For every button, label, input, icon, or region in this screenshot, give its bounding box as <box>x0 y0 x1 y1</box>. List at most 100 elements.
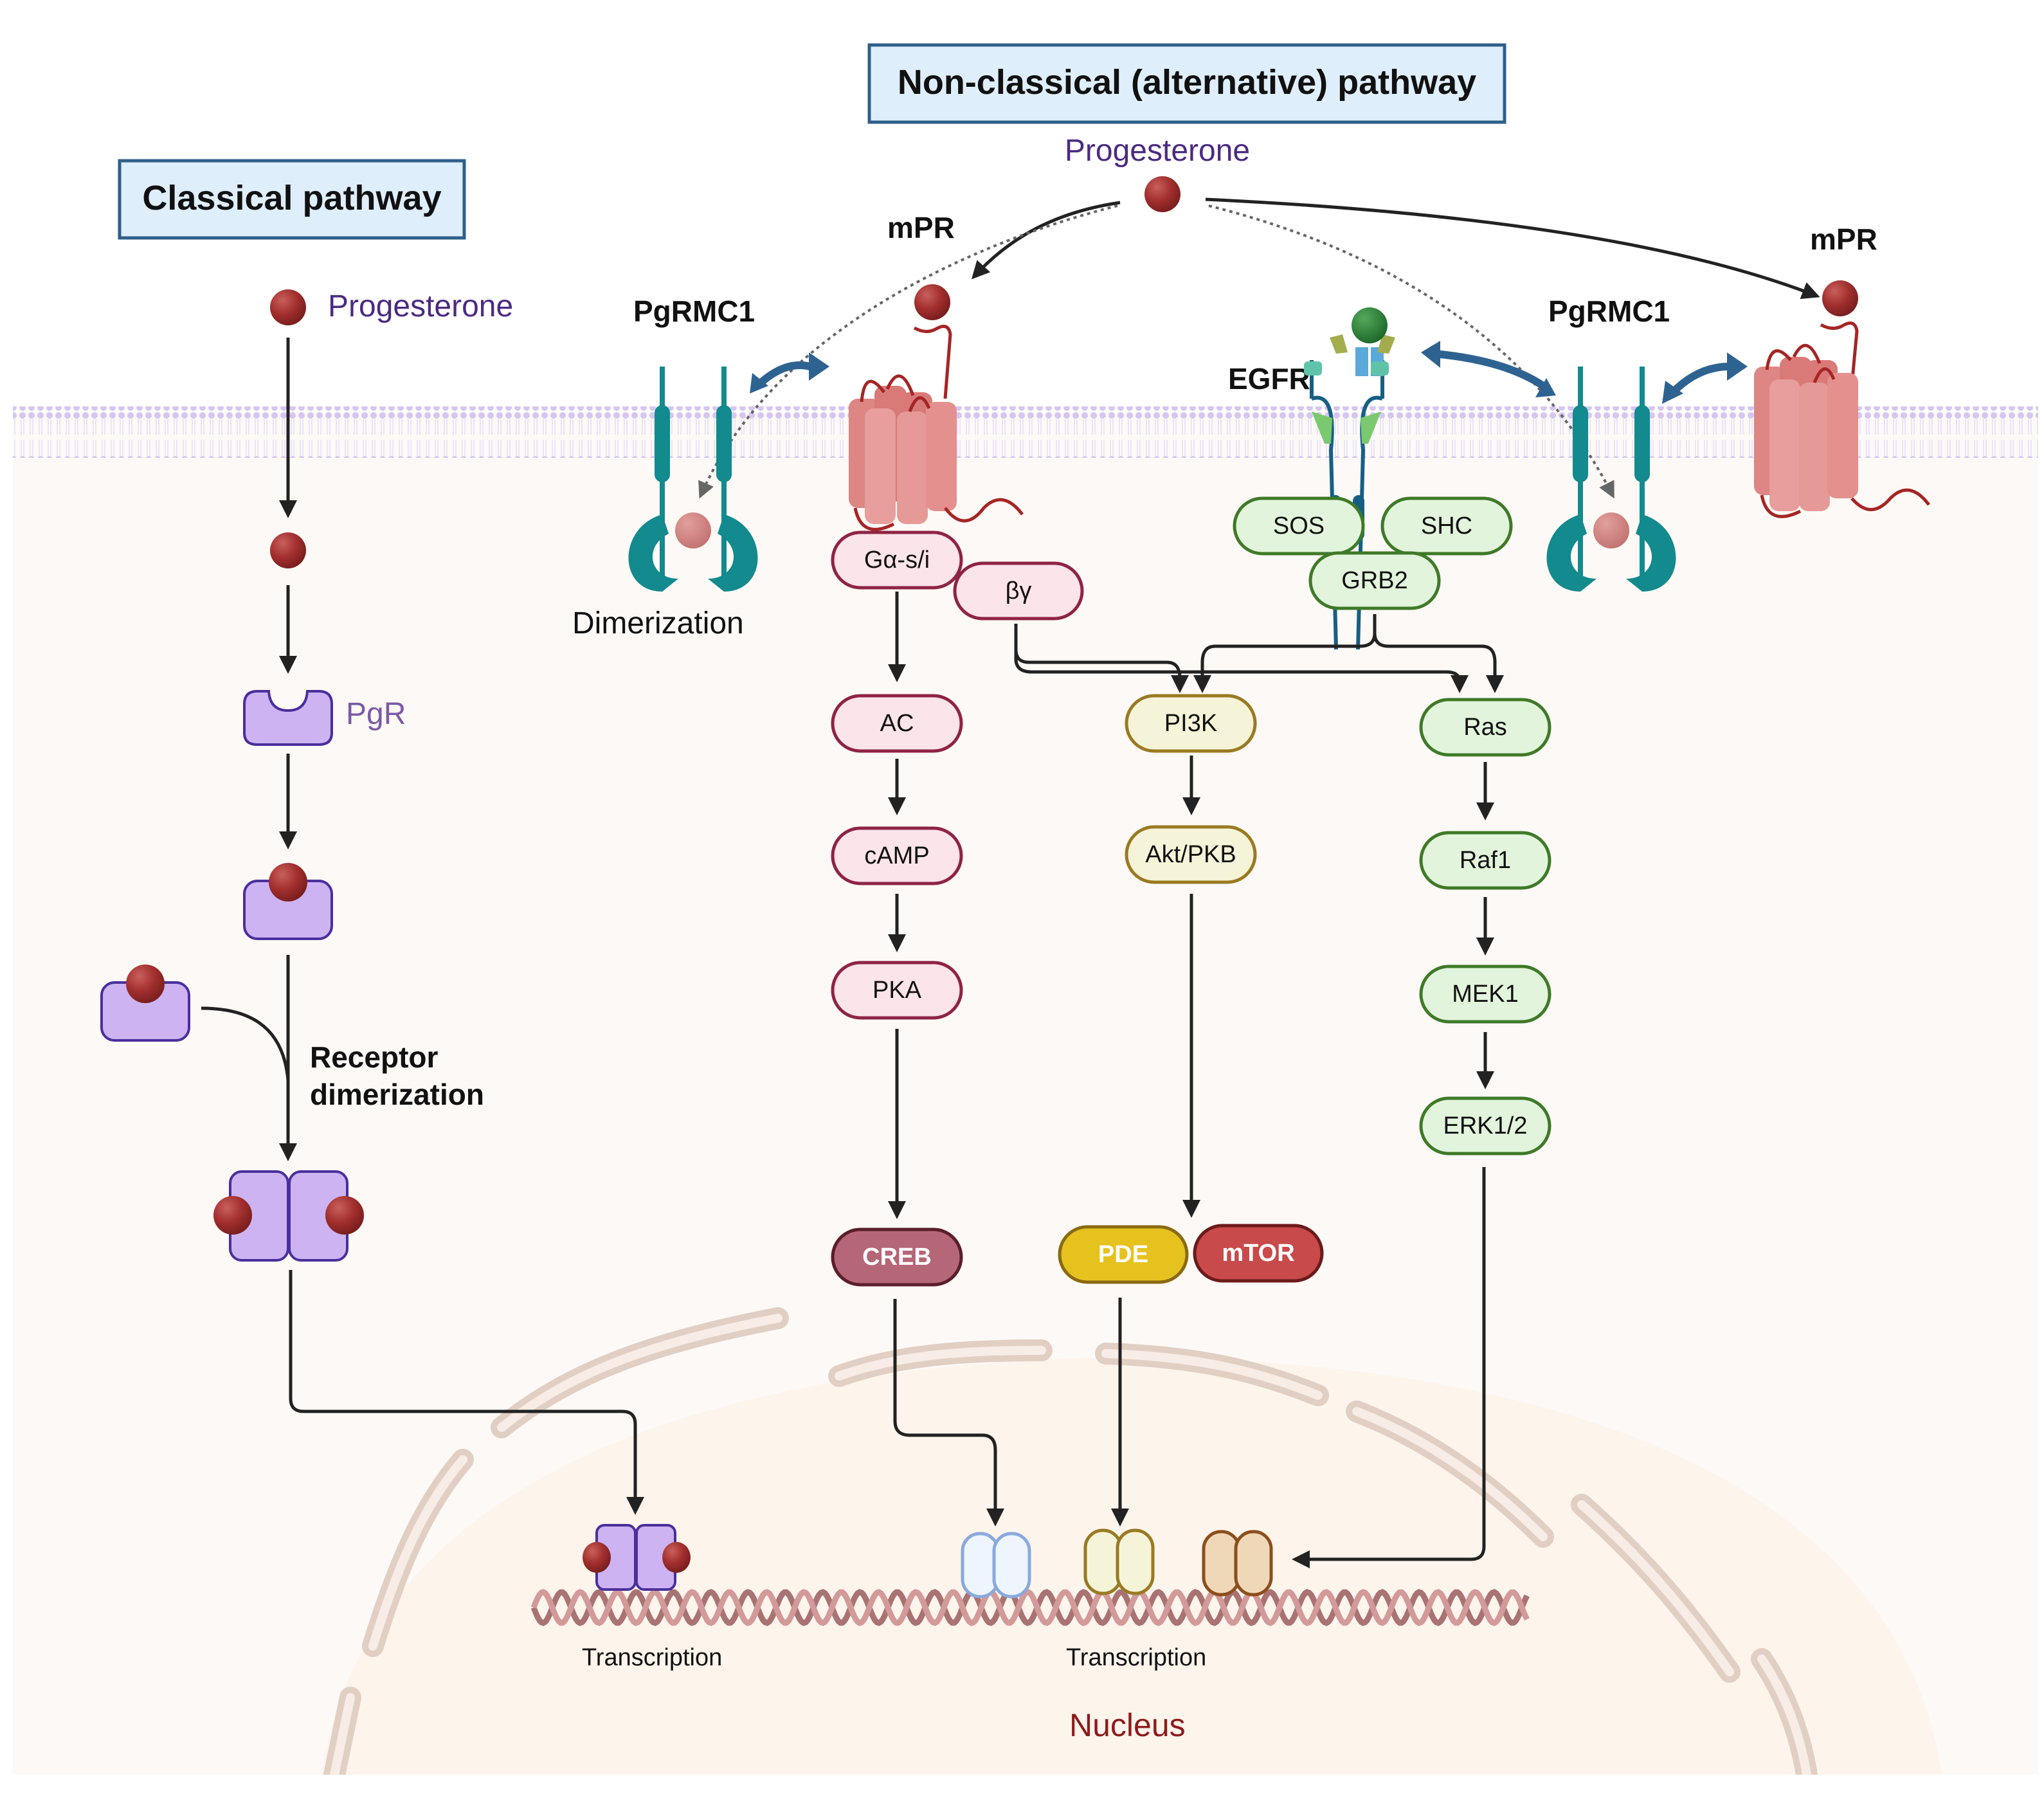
node-shape <box>831 1228 963 1287</box>
node-label: PDE <box>1098 1241 1148 1268</box>
arrow-to-mpr-left <box>971 201 1121 280</box>
progesterone-label: Progesterone <box>1065 134 1250 168</box>
node-label: mTOR <box>1222 1240 1294 1267</box>
node-shape <box>1419 831 1551 890</box>
progesterone-icon <box>1822 280 1858 316</box>
node-label: CREB <box>862 1244 932 1271</box>
arrow-grb2-to-ras <box>1373 633 1504 693</box>
progesterone-icon <box>270 532 306 568</box>
creb-dimer-on-dna-icon <box>961 1532 1031 1599</box>
node-pde: PDE <box>1058 1225 1189 1284</box>
node-shape <box>831 826 963 885</box>
arrow-erk-to-nucleus <box>1292 1167 1486 1568</box>
node-label: SOS <box>1273 512 1325 539</box>
receptor-dimerization-label: Receptor <box>310 1040 438 1074</box>
arrow-creb-to-nucleus <box>893 1299 1004 1527</box>
pgr-dimer-on-dna-icon <box>583 1524 691 1591</box>
pgrmc1-dimer-icon <box>628 367 758 592</box>
transcription-label: Transcription <box>582 1644 722 1671</box>
node-label: SHC <box>1421 512 1472 539</box>
node-betagamma: βγ <box>953 561 1084 621</box>
progesterone-icon <box>126 965 165 1003</box>
node-shape <box>1193 1224 1324 1283</box>
pgrmc1-label: PgRMC1 <box>633 294 755 328</box>
cell-membrane <box>13 406 2038 458</box>
pgr-label: PgR <box>346 697 406 731</box>
svg-text:Non-classical (alternative) pa: Non-classical (alternative) pathway <box>898 63 1476 102</box>
node-shape <box>1125 825 1257 884</box>
node-shape <box>1125 694 1257 753</box>
dna-strand <box>530 1589 1530 1626</box>
egfr-receptor-icon <box>1304 307 1395 650</box>
mpr-receptor-icon <box>849 325 1024 531</box>
node-mek1: MEK1 <box>1419 965 1551 1024</box>
node-shape <box>1308 551 1441 610</box>
node-grb2: GRB2 <box>1308 551 1441 610</box>
node-shape <box>1419 698 1551 757</box>
progesterone-icon <box>1144 176 1180 212</box>
node-galpha: Gα-s/i <box>831 530 963 590</box>
nucleus-label: Nucleus <box>1069 1707 1186 1743</box>
pgr-receptor-icon <box>243 690 333 746</box>
progesterone-icon <box>269 863 307 902</box>
arrow-to-nucleus <box>289 1270 644 1515</box>
transcription-label: Transcription <box>1066 1644 1206 1671</box>
node-creb: CREB <box>831 1228 963 1287</box>
pde-dimer-on-dna-icon <box>1083 1528 1155 1595</box>
mpr-label: mPR <box>887 211 955 244</box>
pgrmc1-label: PgRMC1 <box>1548 294 1670 328</box>
mpr-label: mPR <box>1810 222 1877 256</box>
node-shc: SHC <box>1380 496 1513 556</box>
node-ac: AC <box>831 694 963 753</box>
merge-arrow <box>201 1006 290 1081</box>
receptor-dimerization-label: dimerization <box>310 1078 484 1111</box>
node-mtor: mTOR <box>1193 1224 1324 1283</box>
node-shape <box>1233 496 1365 556</box>
arrow-betagamma-to-ras <box>1014 643 1469 693</box>
mpr-receptor-icon <box>1754 322 1930 518</box>
node-camp: cAMP <box>831 826 963 885</box>
node-pi3k: PI3K <box>1125 694 1257 753</box>
dimerization-label: Dimerization <box>572 606 744 640</box>
node-shape <box>1419 965 1551 1024</box>
node-shape <box>831 694 963 753</box>
node-label: Raf1 <box>1460 847 1511 874</box>
dna-strand <box>530 1589 1530 1626</box>
erk-dimer-on-dna-icon <box>1202 1530 1273 1597</box>
node-sos: SOS <box>1233 496 1365 556</box>
node-shape <box>831 961 963 1020</box>
node-label: GRB2 <box>1341 567 1407 594</box>
arrow-to-mpr-right <box>1205 197 1820 300</box>
node-label: βγ <box>1006 577 1032 604</box>
node-shape <box>1380 496 1513 556</box>
node-erk: ERK1/2 <box>1419 1096 1551 1155</box>
progesterone-icon <box>270 289 306 325</box>
node-shape <box>1058 1225 1189 1284</box>
node-label: PI3K <box>1164 710 1217 737</box>
node-label: cAMP <box>864 842 929 869</box>
pgr-dimer-icon <box>213 1170 364 1262</box>
node-label: Gα-s/i <box>864 547 930 574</box>
egfr-label: EGFR <box>1228 362 1310 395</box>
double-arrow-interaction <box>754 361 811 389</box>
node-shape <box>953 561 1084 621</box>
node-label: Akt/PKB <box>1145 841 1236 868</box>
progesterone-label: Progesterone <box>328 289 513 323</box>
node-pka: PKA <box>831 961 963 1020</box>
pgrmc1-dimer-icon <box>1546 367 1676 592</box>
svg-text:Classical pathway: Classical pathway <box>142 179 441 217</box>
node-label: Ras <box>1463 714 1507 741</box>
non-classical-pathway-title: Non-classical (alternative) pathway <box>867 43 1506 124</box>
node-label: AC <box>880 710 914 737</box>
dna-helix <box>530 1589 1530 1626</box>
dotted-arrow-to-pgrmc1-left <box>698 204 1118 499</box>
node-label: ERK1/2 <box>1443 1112 1528 1139</box>
node-shape <box>831 530 963 590</box>
node-raf1: Raf1 <box>1419 831 1551 890</box>
node-shape <box>1419 1096 1551 1155</box>
node-label: PKA <box>873 977 922 1004</box>
progesterone-icon <box>914 284 950 320</box>
classical-pathway-title: Classical pathway <box>118 159 466 240</box>
node-label: MEK1 <box>1452 981 1518 1008</box>
